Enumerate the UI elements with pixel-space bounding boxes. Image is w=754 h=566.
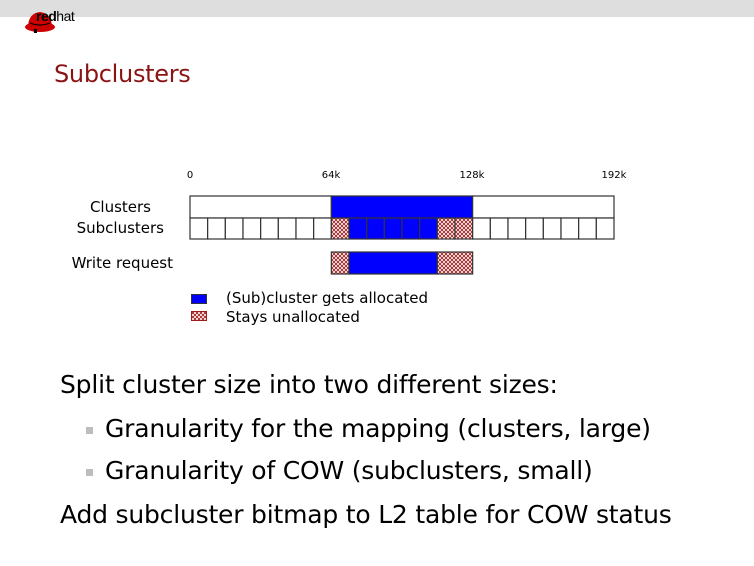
slide-title: Subclusters [54, 60, 191, 88]
body-line-1: Split cluster size into two different si… [60, 370, 558, 399]
axis-tick-64k: 64k [321, 170, 341, 181]
body-line-2: Granularity for the mapping (clusters, l… [105, 414, 651, 443]
subcluster-cell [295, 217, 315, 240]
subcluster-cell [383, 217, 403, 240]
cluster-cell [189, 195, 332, 219]
logo-brand-bold: red [36, 8, 57, 24]
subcluster-cell [366, 217, 385, 240]
subcluster-cell [401, 217, 421, 240]
subcluster-cell [489, 217, 509, 240]
row-label-write-request: Write request [71, 254, 173, 272]
subcluster-cell [578, 217, 597, 240]
axis-tick-0: 0 [186, 170, 194, 181]
subcluster-cell [560, 217, 580, 240]
header-bar [0, 0, 754, 17]
legend-allocated-swatch [191, 294, 207, 304]
subcluster-cell [260, 217, 279, 240]
cluster-cell [330, 195, 474, 219]
subcluster-cell [348, 217, 368, 240]
subcluster-cell [277, 217, 297, 240]
write-request-bar [330, 251, 474, 275]
legend-hatched-label: Stays unallocated [226, 308, 360, 326]
subcluster-cell [189, 217, 209, 240]
subcluster-cell [224, 217, 244, 240]
clusters-row [189, 195, 615, 219]
subcluster-cell [542, 217, 562, 240]
row-label-clusters: Clusters [89, 198, 151, 216]
subcluster-cell [330, 217, 350, 240]
legend-allocated-label: (Sub)cluster gets allocated [226, 289, 429, 307]
bullet-icon [86, 469, 93, 476]
axis-tick-192k: 192k [601, 170, 627, 181]
write-request-segment [436, 251, 474, 275]
subcluster-cell [595, 217, 615, 240]
subclusters-row [189, 217, 615, 240]
subcluster-cell [525, 217, 544, 240]
logo-brand-light: hat [56, 8, 75, 24]
body-line-4: Add subcluster bitmap to L2 table for CO… [60, 500, 672, 529]
body-line-3: Granularity of COW (subclusters, small) [105, 456, 593, 485]
subcluster-cell [419, 217, 438, 240]
redhat-logo-text: redhat [36, 8, 75, 24]
row-label-subclusters: Subclusters [76, 219, 164, 237]
subcluster-cell [313, 217, 332, 240]
cluster-cell [472, 195, 615, 219]
write-request-segment [330, 251, 350, 275]
subcluster-cell [207, 217, 226, 240]
legend-hatched-swatch [191, 311, 207, 321]
subcluster-cell [436, 217, 456, 240]
subcluster-cell [454, 217, 474, 240]
write-request-segment [348, 251, 438, 275]
subcluster-cell [242, 217, 262, 240]
subcluster-cell [472, 217, 491, 240]
bullet-icon [86, 427, 93, 434]
redhat-shadowman-icon [25, 12, 55, 33]
subcluster-cell [507, 217, 527, 240]
axis-tick-128k: 128k [459, 170, 485, 181]
